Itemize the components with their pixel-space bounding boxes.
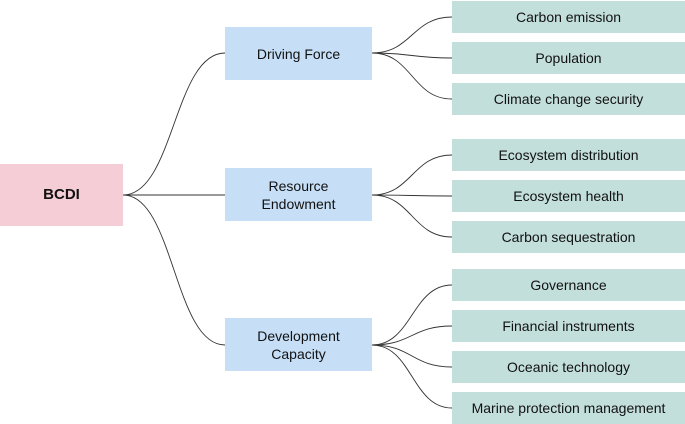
leaf-financial-instruments: Financial instruments (452, 310, 685, 342)
category-resource-endowment: Resource Endowment (225, 168, 372, 221)
leaf-marine-protection-management: Marine protection management (452, 392, 685, 424)
leaf-population: Population (452, 42, 685, 74)
connector-resource-endowment-ecosystem-health (371, 194, 453, 197)
connector-resource-endowment-ecosystem-distribution (371, 154, 453, 196)
leaf-ecosystem-distribution: Ecosystem distribution (452, 139, 685, 171)
connector-driving-force-carbon-emission (371, 16, 453, 54)
connector-development-capacity-financial-instruments (371, 325, 453, 346)
leaf-oceanic-technology: Oceanic technology (452, 351, 685, 383)
connector-root-driving-force (122, 52, 226, 196)
category-driving-force: Driving Force (225, 27, 372, 80)
leaf-carbon-sequestration: Carbon sequestration (452, 221, 685, 253)
root-node-bcdi: BCDI (0, 164, 123, 226)
connector-driving-force-climate-change-security (371, 52, 453, 100)
leaf-climate-change-security: Climate change security (452, 83, 685, 115)
leaf-ecosystem-health: Ecosystem health (452, 180, 685, 212)
connector-development-capacity-oceanic-technology (371, 344, 453, 368)
leaf-governance: Governance (452, 269, 685, 301)
connector-root-development-capacity (122, 194, 226, 346)
connector-development-capacity-governance (371, 284, 453, 346)
leaf-carbon-emission: Carbon emission (452, 1, 685, 33)
connector-resource-endowment-carbon-sequestration (371, 194, 453, 238)
category-development-capacity: Development Capacity (225, 318, 372, 371)
connector-development-capacity-marine-protection-management (371, 344, 453, 409)
connector-driving-force-population (371, 52, 453, 59)
